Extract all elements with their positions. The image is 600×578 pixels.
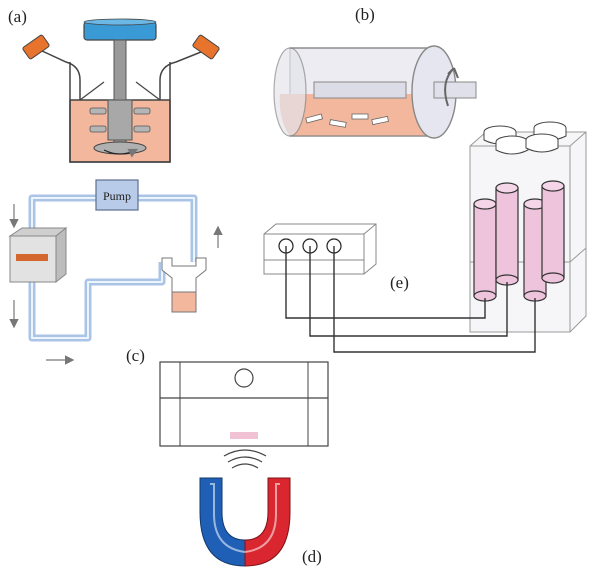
- blade-icon: [133, 125, 151, 133]
- field-wave-icon: [223, 449, 267, 457]
- panel-a-stirred-reactor: (a): [8, 7, 220, 163]
- panel-a-label: (a): [8, 7, 27, 26]
- controller-edges: [264, 223, 377, 274]
- right-inlet-arm: [159, 49, 207, 100]
- reservoir-liquid: [171, 291, 197, 313]
- magnet-red-pole-icon: [244, 477, 291, 567]
- panel-b-rotating-drum: (b): [273, 5, 477, 139]
- right-port-cap-icon: [192, 34, 220, 60]
- pump-box: [95, 179, 139, 211]
- columns: [473, 180, 565, 302]
- wire-3: [333, 246, 536, 353]
- particle-icon: [305, 113, 323, 124]
- panel-d-magnetic-separation: (d): [159, 361, 329, 567]
- blade-icon: [89, 125, 107, 133]
- sample-band: [16, 254, 48, 261]
- rotation-arrow-icon: [103, 148, 139, 158]
- particle-icon: [371, 115, 389, 126]
- blade-icon: [133, 107, 151, 115]
- magnet-blue-pole-icon: [199, 477, 246, 567]
- pump-label: Pump: [103, 189, 131, 203]
- wire-2: [309, 246, 508, 337]
- flow-cell-side: [55, 226, 67, 284]
- reactor-vessel: [69, 62, 171, 163]
- panel-c-label: (c): [126, 346, 145, 365]
- left-port-cap-icon: [22, 34, 50, 60]
- panel-e-label: (e): [390, 273, 409, 292]
- panel-e-column-system: (e): [263, 121, 587, 353]
- controller-box: [263, 223, 377, 275]
- impeller-disk: [93, 141, 147, 155]
- port-icon: [234, 368, 254, 388]
- vessel-neck: [79, 81, 161, 101]
- drum-outline: [290, 47, 430, 137]
- collected-particles: [230, 432, 258, 439]
- top-caps: [483, 121, 567, 155]
- wire-1: [285, 246, 486, 319]
- drum-axle: [313, 81, 407, 99]
- lid-top: [83, 18, 157, 26]
- panel-d-label: (d): [302, 547, 322, 566]
- left-inlet-arm: [39, 49, 81, 100]
- magnet-shine: [210, 483, 280, 553]
- blade-icon: [89, 107, 107, 115]
- panel-b-label: (b): [355, 5, 375, 24]
- particle-icon: [351, 113, 369, 120]
- drum-left-end: [273, 47, 307, 137]
- stirrer-hub: [107, 99, 133, 141]
- pipe-highlight: [31, 197, 195, 339]
- field-wave-icon: [227, 456, 263, 463]
- rotation-arrow-icon: [444, 67, 459, 107]
- panel-c-pump-loop: Pump (c): [8, 179, 223, 365]
- drive-shaft: [433, 81, 477, 99]
- field-wave-icon: [231, 463, 259, 469]
- particle-icon: [329, 119, 347, 128]
